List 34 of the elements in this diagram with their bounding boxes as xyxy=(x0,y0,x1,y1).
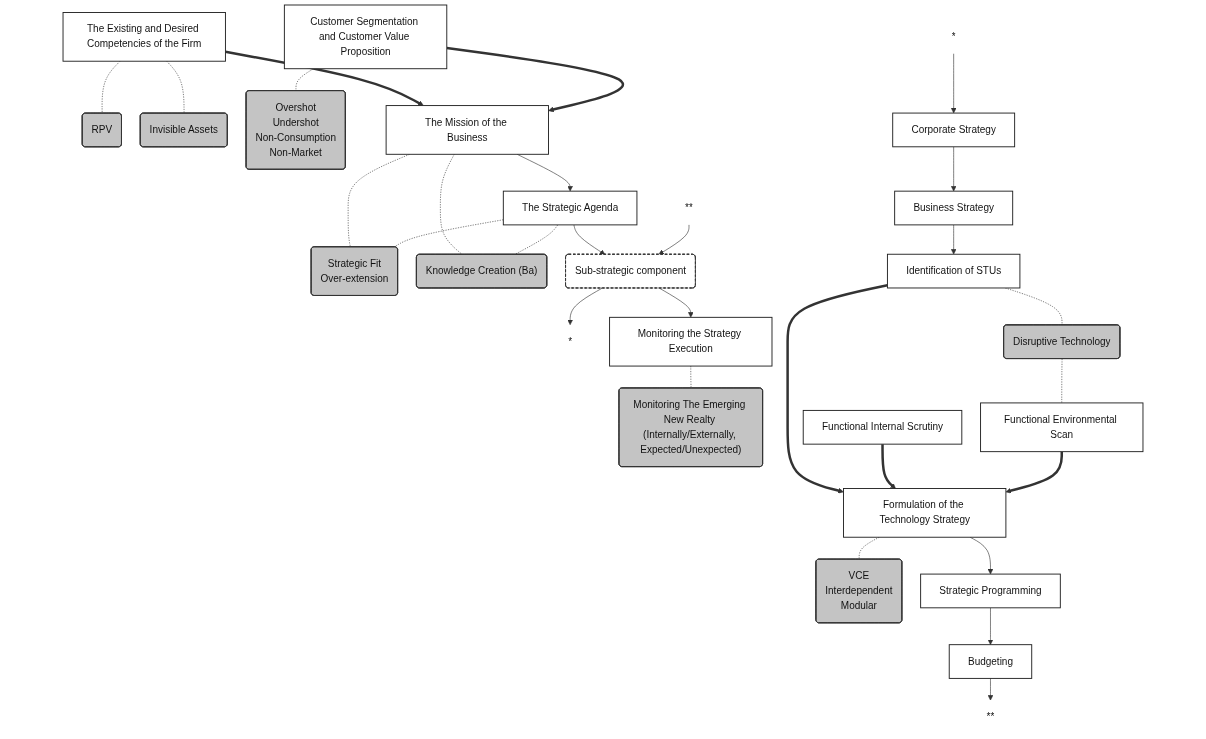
connector xyxy=(1061,358,1063,404)
process-box: Functional Internal Scrutiny xyxy=(802,409,963,445)
arrow xyxy=(446,46,625,113)
process-box: The Strategic Agenda xyxy=(502,190,638,226)
process-box: The Mission of the Business xyxy=(385,105,549,155)
marker-text: * xyxy=(951,31,956,42)
marker-text: ** xyxy=(986,711,995,723)
dashed-box: Sub-strategic component xyxy=(565,253,696,289)
note-box: RPV xyxy=(81,112,122,148)
note-box: Overshot Undershot Non-Consumption Non-Market xyxy=(245,90,346,170)
arrow xyxy=(881,444,896,489)
process-box: Business Strategy xyxy=(894,190,1014,226)
process-box: The Existing and Desired Competencies of the Firm xyxy=(62,12,226,62)
note-box: Strategic Fit Over-extension xyxy=(310,246,399,296)
marker-text: * xyxy=(568,336,573,347)
note-box: Invisible Assets xyxy=(139,112,228,148)
arrow xyxy=(225,50,424,106)
note-box: Knowledge Creation (Ba) xyxy=(415,253,548,289)
note-box: Monitoring The Emerging New Realty (Internally/Externally, Expected/Unexpected) xyxy=(618,387,764,468)
arrow xyxy=(1005,451,1063,494)
connector xyxy=(440,154,463,255)
process-box: Formulation of the Technology Strategy xyxy=(843,488,1007,538)
marker-text: ** xyxy=(685,202,693,213)
note-box: VCE Interdependent Modular xyxy=(815,558,903,624)
process-box: Corporate Strategy xyxy=(892,112,1016,148)
arrow xyxy=(786,283,888,494)
process-box: Functional Environmental Scan xyxy=(980,402,1144,453)
process-box: Budgeting xyxy=(948,644,1033,679)
connector xyxy=(295,68,314,92)
process-box: Monitoring the Strategy Execution xyxy=(609,316,773,367)
process-box: Customer Segmentation and Customer Value Proposition xyxy=(283,4,448,70)
process-box: Identification of STUs xyxy=(886,253,1021,289)
process-box: Strategic Programming xyxy=(920,573,1061,609)
note-box: Disruptive Technology xyxy=(1003,324,1121,360)
